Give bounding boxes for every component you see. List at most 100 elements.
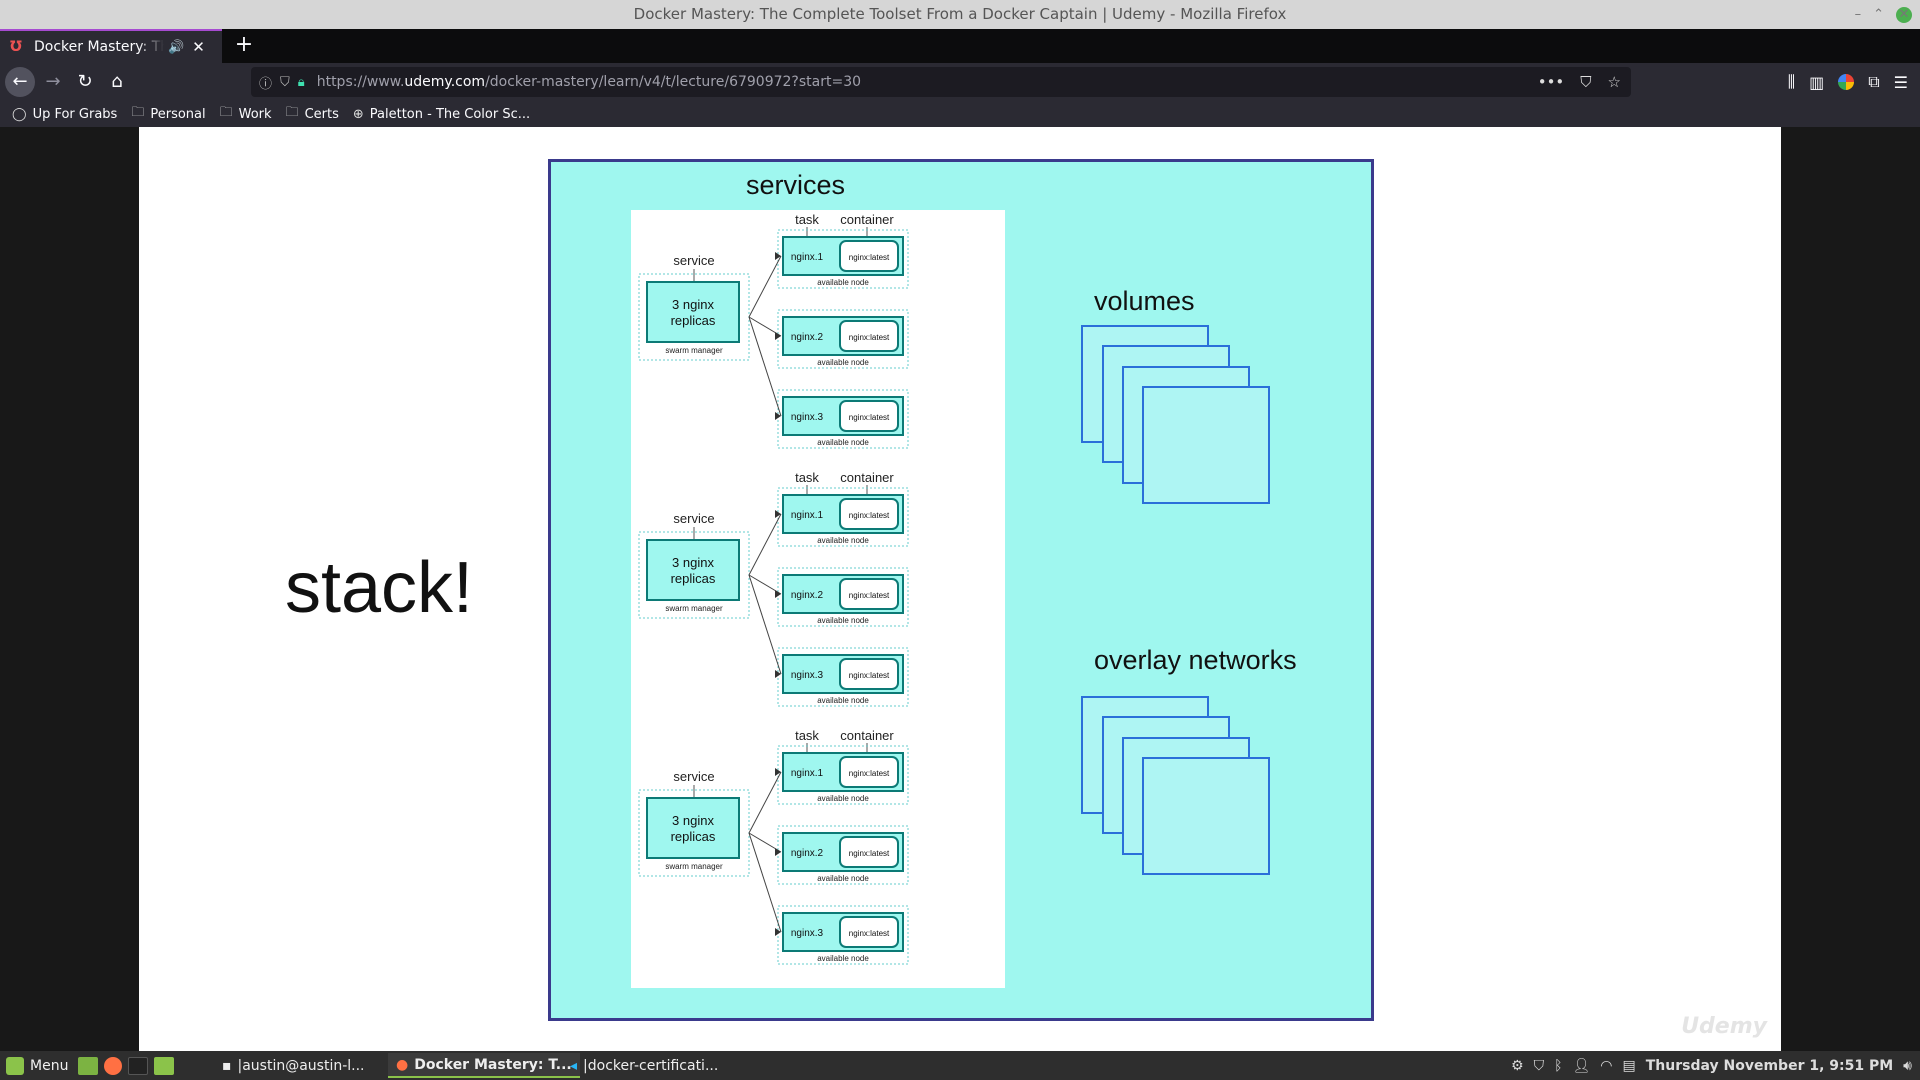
container-box: [839, 240, 899, 272]
minimize-button[interactable]: –: [1854, 7, 1862, 22]
maximize-button[interactable]: ⌃: [1873, 7, 1884, 22]
udemy-watermark: Udemy: [1681, 1014, 1767, 1039]
stack-heading: stack!: [285, 548, 474, 628]
hamburger-menu-icon[interactable]: ☰: [1893, 72, 1908, 92]
url-actions: ••• ⛉ ☆: [1538, 67, 1621, 97]
start-menu-button[interactable]: Menu: [6, 1051, 68, 1080]
user-icon[interactable]: 👤︎: [1572, 1057, 1591, 1074]
folder-icon: 🗀: [285, 105, 299, 120]
service-box-line1: 3 nginx: [672, 297, 714, 312]
container-label: container: [840, 470, 894, 485]
services-diagram-svg: task container service 3 nginx replicas swarm…: [638, 212, 909, 965]
navigation-toolbar: ← → ↻ ⌂ ⓘ ⛉ 🔒︎ https://www.udemy.com/doc…: [0, 63, 1920, 101]
bookmark-personal[interactable]: 🗀Personal: [131, 103, 205, 125]
chrome-extension-icon[interactable]: [1838, 74, 1855, 90]
reload-button[interactable]: ↻: [77, 71, 93, 92]
screenshot-icon[interactable]: ⧉: [1868, 72, 1880, 91]
bluetooth-icon[interactable]: ᛒ: [1554, 1057, 1563, 1074]
task-vscode[interactable]: ◂ |docker-certificati...: [570, 1057, 719, 1074]
window-controls: – ⌃ ✕: [1855, 0, 1912, 29]
container-box: [839, 916, 899, 948]
bookmarks-toolbar: ◯Up For Grabs 🗀Personal 🗀Work 🗀Certs ⊕Pa…: [0, 101, 1920, 127]
arrow-head: [775, 928, 781, 936]
container-box: [839, 400, 899, 432]
back-button[interactable]: ←: [5, 67, 35, 97]
available-node-frame: [777, 487, 909, 547]
arrow-head: [775, 848, 781, 856]
container-image: nginx:latest: [849, 929, 890, 938]
pocket-icon[interactable]: ⛉: [1580, 73, 1592, 91]
video-slide[interactable]: stack! services volumes overlay networks…: [139, 127, 1781, 1051]
task-name: nginx.1: [791, 510, 824, 521]
available-node-frame: [777, 905, 909, 965]
swarm-manager-label: swarm manager: [665, 604, 723, 613]
swarm-manager-label: swarm manager: [665, 862, 723, 871]
container-image: nginx:latest: [849, 413, 890, 422]
container-box: [839, 836, 899, 868]
wifi-icon[interactable]: ◠: [1600, 1057, 1613, 1074]
url-text[interactable]: https://www.udemy.com/docker-mastery/lea…: [316, 74, 862, 90]
arrow-line: [748, 316, 782, 417]
task-label: task: [795, 212, 819, 227]
os-taskbar: Menu ▪ |austin@austin-l... ● Docker Mast…: [0, 1051, 1920, 1080]
folder-icon: 🗀: [131, 105, 145, 120]
available-node-frame: [777, 309, 909, 369]
close-window-button[interactable]: ✕: [1896, 6, 1912, 23]
tab-docker-mastery[interactable]: Ʊ Docker Mastery: The Complete Toolset 🔊…: [0, 29, 222, 63]
container-image: nginx:latest: [849, 671, 890, 680]
task-firefox[interactable]: ● Docker Mastery: T...: [388, 1053, 580, 1078]
speaker-icon[interactable]: 🔊: [168, 39, 185, 55]
task-name: nginx.3: [791, 670, 824, 681]
volumes-heading: volumes: [1094, 286, 1195, 316]
container-box: [839, 578, 899, 610]
available-node-label: available node: [817, 438, 869, 447]
bookmark-work[interactable]: 🗀Work: [220, 103, 272, 125]
firefox-launcher-icon[interactable]: [104, 1056, 122, 1075]
bookmark-star-icon[interactable]: ☆: [1607, 73, 1621, 91]
service-box-line2: replicas: [671, 829, 716, 844]
service-label: service: [673, 769, 714, 784]
info-icon[interactable]: ⓘ: [259, 76, 273, 92]
available-node-frame: [777, 825, 909, 885]
shield-icon[interactable]: ⛉: [280, 74, 290, 90]
available-node-label: available node: [817, 616, 869, 625]
clock[interactable]: Thursday November 1, 9:51 PM: [1645, 1057, 1894, 1074]
arrow-head: [775, 412, 781, 420]
new-tab-button[interactable]: +: [234, 32, 254, 57]
lock-icon[interactable]: 🔒︎: [297, 74, 305, 90]
page-content: stack! services volumes overlay networks…: [0, 127, 1920, 1051]
shield-tray-icon[interactable]: ⛉: [1533, 1057, 1545, 1074]
home-button[interactable]: ⌂: [111, 71, 123, 92]
available-node-label: available node: [817, 874, 869, 883]
url-bar[interactable]: ⓘ ⛉ 🔒︎ https://www.udemy.com/docker-mast…: [251, 67, 1631, 97]
quicklaunch: [78, 1051, 174, 1080]
clipboard-icon[interactable]: ▤: [1622, 1057, 1636, 1074]
services-heading: services: [746, 170, 846, 200]
volume-icon[interactable]: 🔊︎: [1903, 1057, 1912, 1074]
arrow-line: [748, 574, 782, 675]
available-node-frame: [777, 389, 909, 449]
show-desktop-icon[interactable]: [78, 1056, 98, 1075]
arrow-head: [775, 332, 781, 340]
task-name: nginx.2: [791, 848, 824, 859]
container-label: container: [840, 212, 894, 227]
arrow-line: [748, 255, 782, 318]
bookmark-up-for-grabs[interactable]: ◯Up For Grabs: [12, 106, 118, 122]
arrow-head: [775, 252, 781, 260]
forward-button[interactable]: →: [45, 71, 61, 92]
arrow-head: [775, 670, 781, 678]
bookmark-certs[interactable]: 🗀Certs: [286, 103, 339, 125]
bookmark-paletton[interactable]: ⊕Paletton - The Color Sc...: [352, 106, 531, 122]
page-actions-icon[interactable]: •••: [1537, 73, 1565, 91]
arrow-line: [748, 771, 782, 834]
container-label: container: [840, 728, 894, 743]
library-icon[interactable]: ⫼: [1787, 72, 1796, 91]
tab-close-icon[interactable]: ✕: [192, 38, 205, 56]
sidebar-icon[interactable]: ▥: [1809, 72, 1825, 92]
files-launcher-icon[interactable]: [154, 1056, 174, 1075]
settings-gear-icon[interactable]: ⚙: [1511, 1057, 1524, 1074]
task-terminal[interactable]: ▪ |austin@austin-l...: [222, 1057, 365, 1074]
container-box: [839, 320, 899, 352]
terminal-launcher-icon[interactable]: [128, 1056, 148, 1075]
